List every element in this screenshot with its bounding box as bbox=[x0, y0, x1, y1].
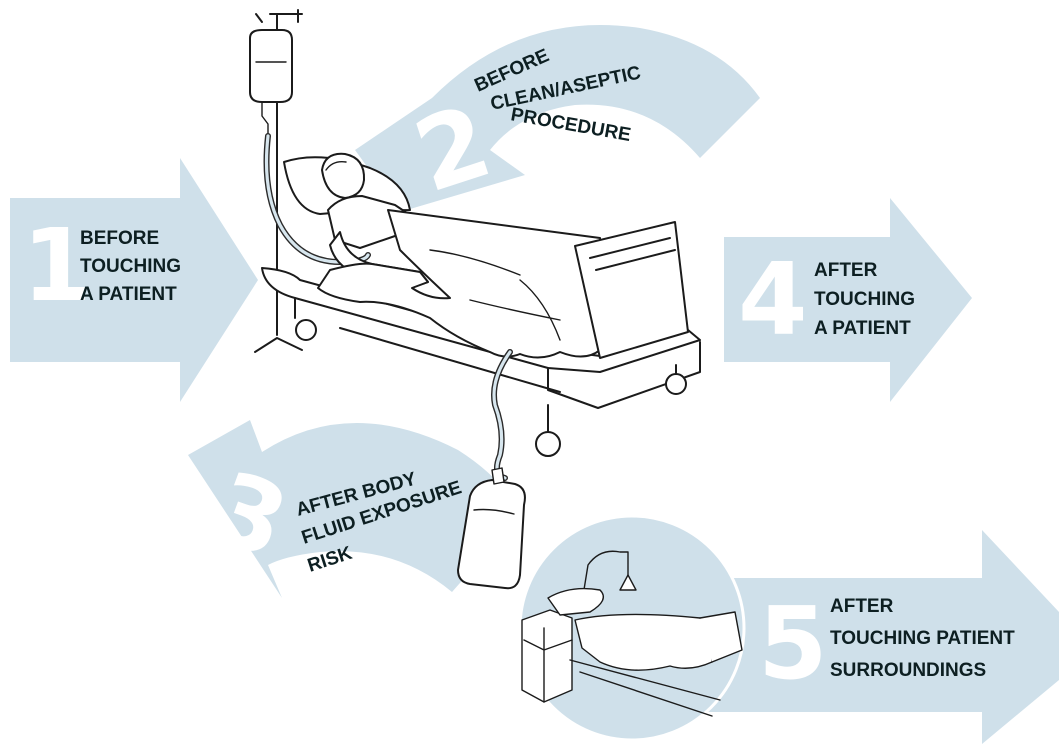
moment-1-arrow: 1 BEFORE TOUCHING A PATIENT bbox=[10, 158, 258, 402]
moment-1-line-2: TOUCHING bbox=[80, 256, 181, 277]
moment-2-arrow: 2 BEFORE CLEAN/ASEPTIC PROCEDURE bbox=[355, 25, 760, 215]
moment-5-line-3: SURROUNDINGS bbox=[830, 660, 986, 681]
moment-4-line-1: AFTER bbox=[814, 260, 878, 281]
moment-1-line-1: BEFORE bbox=[80, 228, 159, 249]
moment-5-arrow: 5 AFTER TOUCHING PATIENT SURROUNDINGS bbox=[690, 530, 1059, 744]
moment-4-number: 4 bbox=[738, 241, 808, 358]
moment-5-line-1: AFTER bbox=[830, 596, 894, 617]
moment-4-line-3: A PATIENT bbox=[814, 318, 911, 339]
moment-4-arrow: 4 AFTER TOUCHING A PATIENT bbox=[724, 198, 972, 402]
moment-2-line-3: PROCEDURE bbox=[509, 104, 632, 146]
moment-5-number: 5 bbox=[758, 585, 828, 702]
moment-4-line-2: TOUCHING bbox=[814, 289, 915, 310]
moment-1-line-3: A PATIENT bbox=[80, 284, 177, 305]
empty-bed-surroundings-icon bbox=[520, 516, 744, 740]
moment-5-line-2: TOUCHING PATIENT bbox=[830, 628, 1015, 649]
